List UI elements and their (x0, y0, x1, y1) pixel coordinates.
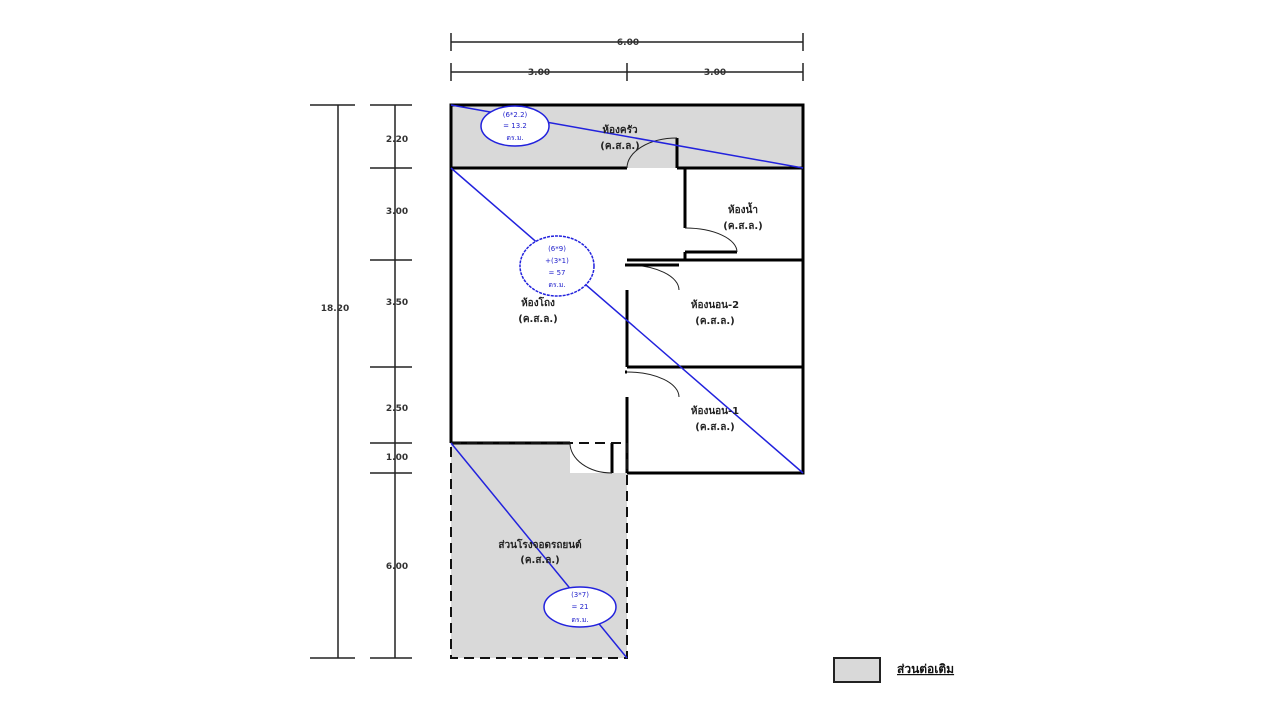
room-kitchen-name: ห้องครัว (602, 124, 638, 136)
area-formula: (6*9) (548, 245, 566, 253)
area-formula: (3*7) (571, 591, 589, 599)
room-living-material: (ค.ส.ล.) (518, 314, 557, 325)
dim-left-seg-6: 6.00 (386, 562, 408, 572)
room-bathroom-material: (ค.ส.ล.) (723, 221, 762, 232)
legend-swatch (833, 657, 881, 683)
area-result: = 57 (549, 269, 566, 277)
legend-label: ส่วนต่อเติม (897, 662, 954, 676)
dim-top-right: 3.00 (704, 68, 726, 78)
area-unit: ตร.ม. (548, 281, 565, 289)
main-area-bubble (519, 235, 595, 297)
room-bedroom2-name: ห้องนอน-2 (691, 299, 739, 311)
area-result: = 13.2 (503, 122, 527, 130)
top-dimension-lines (450, 33, 804, 81)
kitchen-area-bubble (480, 105, 550, 147)
dim-left-total: 18.20 (321, 304, 349, 314)
dim-left-seg-4: 2.50 (386, 404, 408, 414)
area-unit: ตร.ม. (571, 616, 588, 624)
door-arcs (569, 137, 738, 474)
dim-left-seg-2: 3.00 (386, 207, 408, 217)
carport-area-bubble (543, 586, 617, 628)
dim-left-seg-5: 1.00 (386, 453, 408, 463)
left-dimension-lines (310, 104, 412, 659)
dim-left-seg-3: 3.50 (386, 298, 408, 308)
area-unit: ตร.ม. (506, 134, 523, 142)
room-carport-material: (ค.ส.ล.) (520, 555, 559, 566)
carport-outline (450, 442, 628, 659)
room-carport-name: ส่วนโรงจอดรถยนต์ (498, 538, 581, 551)
area-formula: (6*2.2) (503, 111, 528, 119)
room-bedroom2-material: (ค.ส.ล.) (695, 316, 734, 327)
room-bathroom-name: ห้องน้ำ (728, 202, 758, 216)
area-result: = 21 (572, 603, 589, 611)
room-bedroom1-name: ห้องนอน-1 (691, 405, 739, 417)
room-bedroom1-material: (ค.ส.ล.) (695, 422, 734, 433)
room-living-name: ห้องโถง (521, 296, 555, 309)
dim-left-seg-1: 2.20 (386, 135, 408, 145)
area-formula-2: +(3*1) (545, 257, 569, 265)
room-kitchen-material: (ค.ส.ล.) (600, 141, 639, 152)
dim-top-total: 6.00 (617, 38, 639, 48)
dim-top-left: 3.00 (528, 68, 550, 78)
